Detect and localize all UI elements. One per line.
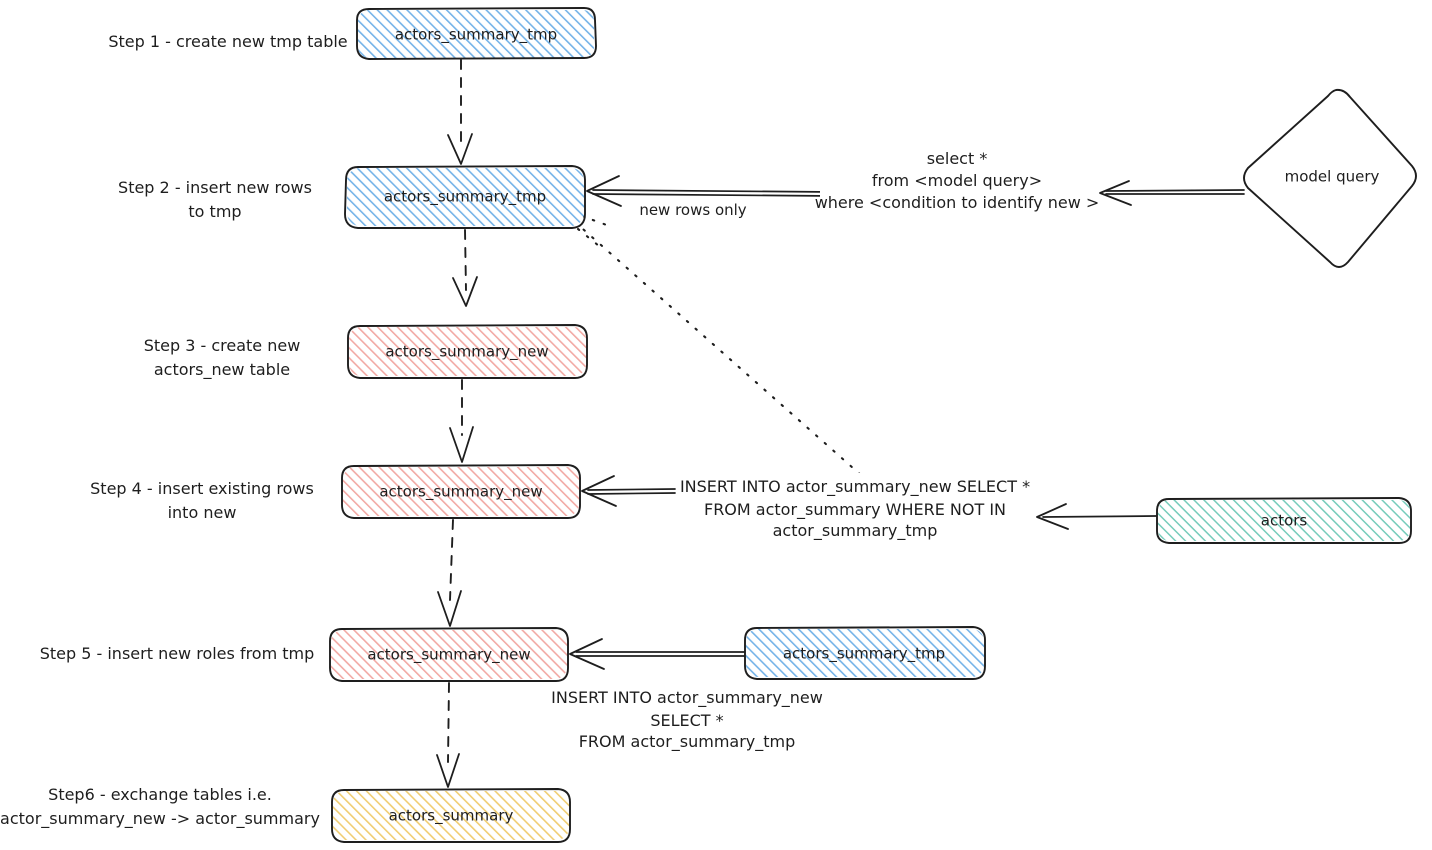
- node-summary-6-label: actors_summary: [389, 807, 514, 826]
- node-tmp-5-fill: [746, 629, 984, 677]
- edge-sql4-to-new4: [581, 475, 676, 507]
- edge-new4-to-new5: [437, 519, 462, 627]
- insert-existing-sql-line2: FROM actor_summary WHERE NOT IN: [704, 500, 1006, 520]
- step-label-step3: Step 3 - create new actors_new table: [144, 336, 301, 380]
- node-tmp-2-fill: [347, 168, 584, 226]
- insert-new-roles-sql-line1: INSERT INTO actor_summary_new: [551, 688, 823, 708]
- node-tmp-1-fill: [358, 10, 594, 58]
- label-new-rows-only: new rows only: [639, 201, 746, 219]
- edge-label-layer: new rows only select * from <model query…: [551, 145, 1099, 752]
- step-label-step5: Step 5 - insert new roles from tmp: [40, 644, 315, 663]
- node-new-5-fill: [331, 630, 567, 679]
- node-tmp-2-outline: [344, 165, 586, 229]
- node-new-4[interactable]: actors_summary_new: [341, 464, 581, 519]
- step-label-step4: Step 4 - insert existing rows into new: [90, 479, 314, 522]
- model-query-sql-line3: where <condition to identify new >: [815, 193, 1100, 212]
- edge-tmp1-to-tmp2: [447, 59, 473, 165]
- label-insert-new-roles-sql: INSERT INTO actor_summary_new SELECT * F…: [551, 688, 823, 752]
- step2-line2: to tmp: [188, 202, 241, 221]
- edge-new5-to-summary6: [436, 682, 460, 788]
- node-model-query-outline: [1243, 88, 1417, 268]
- edge-modelquery-to-sql: [1099, 180, 1245, 206]
- node-new-3-outline: [347, 324, 588, 379]
- insert-new-roles-sql-line2: SELECT *: [650, 711, 723, 730]
- node-actors-outline: [1156, 497, 1412, 544]
- step5-line1: Step 5 - insert new roles from tmp: [40, 644, 315, 663]
- label-insert-existing-sql: INSERT INTO actor_summary_new SELECT * F…: [678, 473, 1030, 543]
- node-tmp-1-label: actors_summary_tmp: [395, 26, 557, 45]
- node-model-query[interactable]: model query: [1243, 88, 1417, 268]
- node-summary-6-fill: [333, 791, 569, 840]
- node-new-3[interactable]: actors_summary_new: [347, 324, 588, 379]
- node-tmp-2[interactable]: actors_summary_tmp: [344, 165, 586, 229]
- step1-line1: Step 1 - create new tmp table: [108, 32, 347, 51]
- node-new-4-label: actors_summary_new: [379, 483, 542, 502]
- node-model-query-label: model query: [1285, 168, 1380, 186]
- step-label-step2: Step 2 - insert new rows to tmp: [118, 178, 312, 221]
- insert-existing-sql-line3: actor_summary_tmp: [773, 521, 938, 541]
- node-tmp-5[interactable]: actors_summary_tmp: [744, 626, 986, 680]
- edge-tmp2-to-new3: [452, 229, 478, 307]
- edge-new3-to-new4: [449, 379, 474, 463]
- node-tmp-1-outline: [356, 7, 597, 60]
- node-new-3-fill: [349, 327, 586, 376]
- step3-line2: actors_new table: [154, 360, 290, 380]
- node-summary-6[interactable]: actors_summary: [331, 788, 571, 843]
- step6-line2: actor_summary_new -> actor_summary: [0, 809, 320, 829]
- model-query-sql-line2: from <model query>: [872, 171, 1042, 190]
- step-label-step6: Step6 - exchange tables i.e. actor_summa…: [0, 785, 320, 829]
- node-new-5-outline: [329, 627, 569, 682]
- model-query-sql-line1: select *: [927, 149, 988, 168]
- step4-line2: into new: [168, 503, 237, 522]
- node-tmp-5-label: actors_summary_tmp: [783, 645, 945, 664]
- label-model-query-sql-bg: [820, 145, 1095, 217]
- node-actors[interactable]: actors: [1156, 497, 1412, 544]
- node-layer: actors_summary_tmp actors_summary_tmp ac…: [329, 7, 1417, 843]
- edge-tmp2-to-insert-note: [573, 214, 864, 478]
- label-insert-existing-sql-bg: [678, 473, 1030, 543]
- edge-actors-to-sql4: [1036, 503, 1157, 530]
- node-tmp-2-label: actors_summary_tmp: [384, 188, 546, 207]
- node-tmp-1[interactable]: actors_summary_tmp: [356, 7, 597, 60]
- node-new-4-outline: [341, 464, 581, 519]
- insert-new-roles-sql-line3: FROM actor_summary_tmp: [579, 732, 796, 752]
- node-summary-6-outline: [331, 788, 571, 843]
- node-new-4-fill: [343, 467, 579, 516]
- step2-line1: Step 2 - insert new rows: [118, 178, 312, 197]
- step-label-step1: Step 1 - create new tmp table: [108, 32, 347, 51]
- edge-layer: [436, 59, 1245, 788]
- edge-tmp5-to-new5: [569, 638, 745, 670]
- label-model-query-sql: select * from <model query> where <condi…: [815, 145, 1100, 217]
- node-new-5-label: actors_summary_new: [367, 646, 530, 665]
- node-new-5[interactable]: actors_summary_new: [329, 627, 569, 682]
- node-tmp-5-outline: [744, 626, 986, 680]
- edge-sql-to-tmp2: [586, 175, 834, 207]
- step3-line1: Step 3 - create new: [144, 336, 301, 355]
- step4-line1: Step 4 - insert existing rows: [90, 479, 314, 498]
- insert-existing-sql-line1: INSERT INTO actor_summary_new SELECT *: [680, 477, 1030, 497]
- step-label-layer: Step 1 - create new tmp table Step 2 - i…: [0, 32, 348, 829]
- node-actors-fill: [1158, 500, 1410, 541]
- step6-line1: Step6 - exchange tables i.e.: [48, 785, 272, 804]
- node-new-3-label: actors_summary_new: [385, 343, 548, 362]
- node-actors-label: actors: [1261, 512, 1308, 530]
